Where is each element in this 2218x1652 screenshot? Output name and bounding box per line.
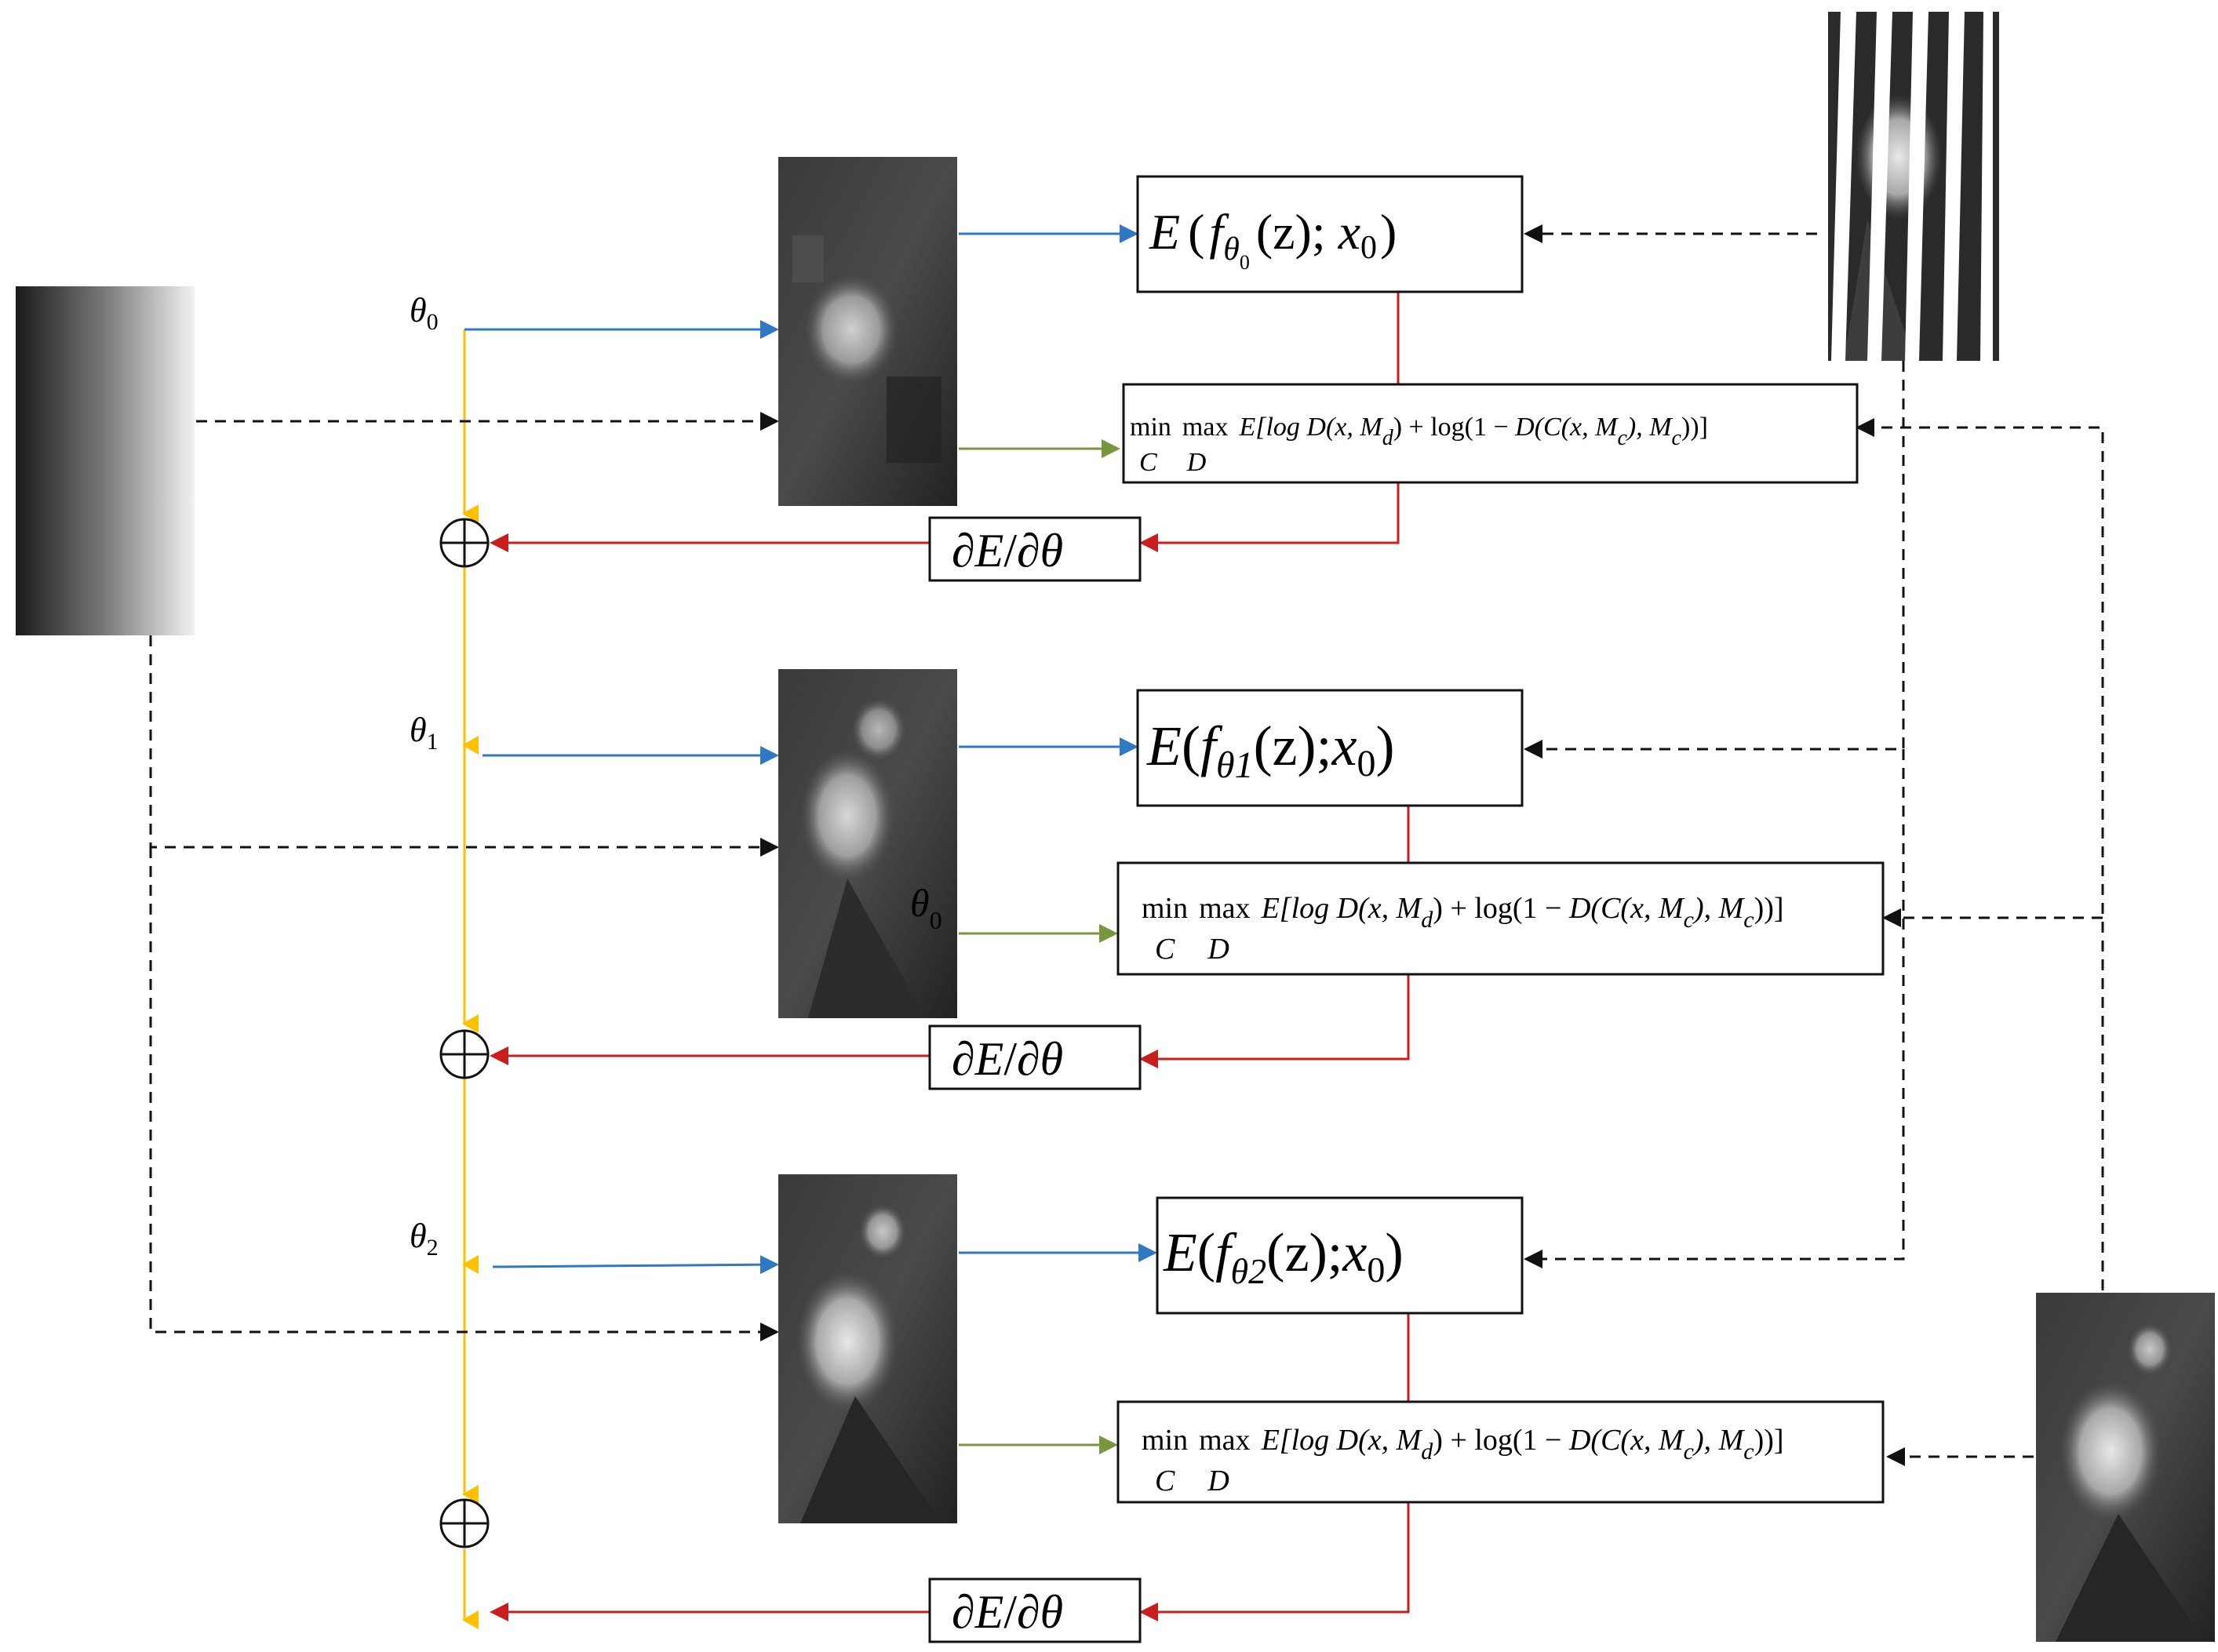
svg-text:E(fθ1(z);x0): E(fθ1(z);x0) — [1146, 715, 1394, 786]
target-flower-image — [2036, 1293, 2215, 1642]
energy-box-2: E(fθ2(z);x0) — [1156, 1196, 1524, 1315]
svg-text:CD: CD — [1155, 1465, 1229, 1497]
dashed-arrows — [149, 224, 2104, 1466]
energy-box-0: E(fθ0(z); x0) — [1136, 175, 1524, 293]
svg-text:∂E/∂θ: ∂E/∂θ — [952, 1586, 1063, 1638]
flower-estimate-image — [778, 157, 957, 506]
theta-label-0: θ0 — [410, 291, 439, 335]
striped-observation-image — [1819, 12, 1999, 361]
gradient-box-1: ∂E/∂θ — [928, 1024, 1142, 1090]
theta-label-2: θ2 — [410, 1217, 439, 1261]
sum-node — [439, 518, 490, 568]
gradient-box-2: ∂E/∂θ — [928, 1577, 1142, 1643]
svg-text:CD: CD — [1139, 448, 1207, 477]
svg-text:CD: CD — [1155, 933, 1229, 966]
svg-text:∂E/∂θ: ∂E/∂θ — [952, 1033, 1063, 1085]
gradient-box-0: ∂E/∂θ — [928, 516, 1142, 582]
blue-arrows — [464, 224, 1157, 1275]
svg-text:E(fθ0(z); x0): E(fθ0(z); x0) — [1149, 204, 1397, 274]
flower-estimate-image — [778, 1174, 957, 1523]
svg-text:∂E/∂θ: ∂E/∂θ — [952, 525, 1063, 577]
sum-node — [439, 1029, 490, 1079]
stray-theta-label: θ0 — [910, 881, 942, 934]
green-arrows — [959, 439, 1120, 1454]
flower-estimate-image — [778, 669, 957, 1018]
svg-text:E(fθ2(z);x0): E(fθ2(z);x0) — [1163, 1223, 1404, 1291]
sum-node — [439, 1498, 490, 1548]
energy-box-1: E(fθ1(z);x0) — [1136, 689, 1524, 807]
theta-label-1: θ1 — [410, 711, 439, 755]
gradient-mask-image — [16, 286, 195, 635]
